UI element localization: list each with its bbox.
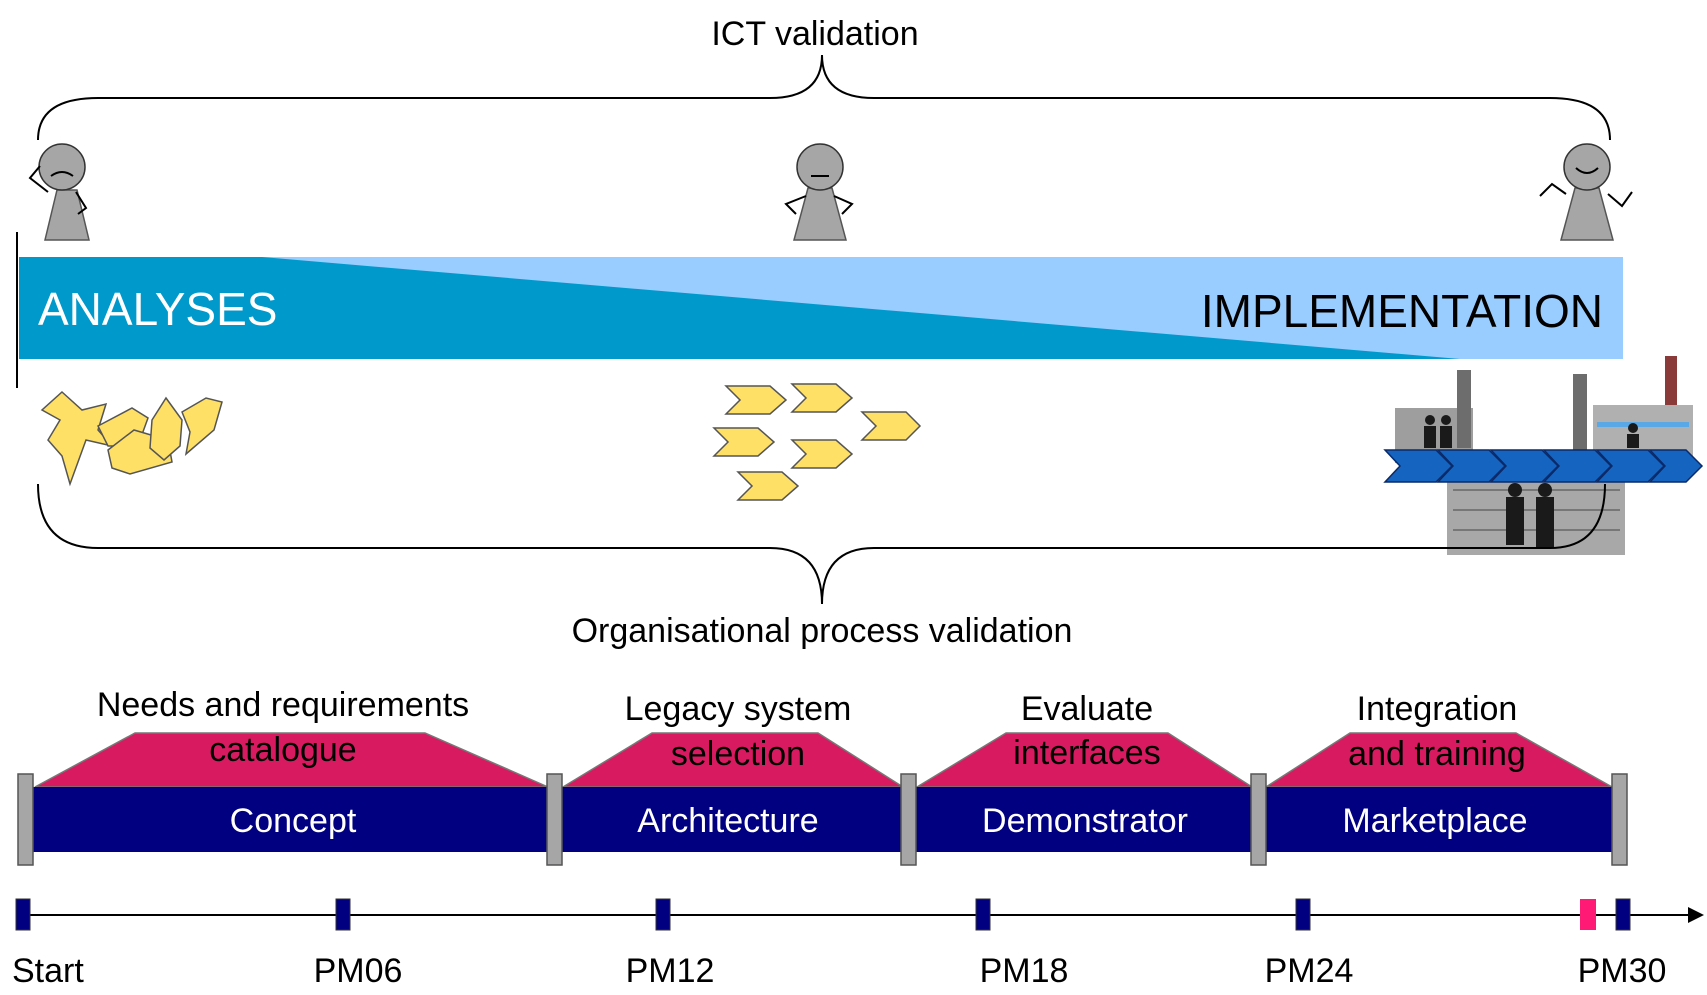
phase-architecture-top-line1: Legacy system [625, 690, 852, 728]
phase-architecture-top-line2: selection [671, 735, 805, 773]
milestone-pm24: PM24 [1265, 952, 1354, 990]
marker-pm06 [335, 898, 351, 931]
marker-pm12 [655, 898, 671, 931]
marker-pm30 [1615, 898, 1631, 931]
scattered-arrows-icon [40, 390, 223, 487]
milestone-start: Start [12, 952, 84, 990]
organisational-validation-brace [37, 483, 1606, 605]
phase-trapezoids [34, 732, 1615, 788]
analyses-label: ANALYSES [38, 283, 277, 335]
aligned-arrows-icon [712, 383, 922, 501]
marker-pm18 [975, 898, 991, 931]
ict-validation-label: ICT validation [711, 15, 918, 53]
ict-validation-brace [37, 54, 1611, 141]
milestone-pm30: PM30 [1578, 952, 1667, 990]
phase-concept-top-line2: catalogue [209, 731, 356, 769]
implementation-label: IMPLEMENTATION [1201, 285, 1603, 337]
timeline-arrowhead [1688, 907, 1704, 923]
organisational-validation-label: Organisational process validation [572, 612, 1073, 650]
unhappy-figure-icon [28, 143, 90, 241]
phase-concept-top-line1: Needs and requirements [97, 686, 469, 724]
marker-highlight [1580, 899, 1596, 930]
milestone-pm18: PM18 [980, 952, 1069, 990]
marker-start [15, 898, 31, 931]
bar-architecture [561, 787, 905, 852]
neutral-figure-icon [784, 143, 854, 241]
bar-demonstrator [915, 787, 1254, 852]
phase-marketplace-label: Marketplace [1342, 802, 1527, 840]
phase-demonstrator-top-line2: interfaces [1013, 734, 1160, 772]
industrial-process-illustration [1383, 356, 1704, 555]
timeline-markers [15, 898, 1631, 931]
phase-bars [32, 787, 1616, 852]
bar-marketplace [1264, 787, 1616, 852]
phase-demonstrator-top-line1: Evaluate [1021, 690, 1153, 728]
phase-separators [17, 773, 1628, 866]
bar-concept [32, 787, 550, 852]
phase-marketplace-top-line2: and training [1348, 735, 1526, 773]
phase-architecture-label: Architecture [637, 802, 818, 840]
phase-concept-label: Concept [230, 802, 357, 840]
band-dark-wedge [19, 257, 1460, 359]
phase-demonstrator-label: Demonstrator [982, 802, 1188, 840]
phase-marketplace-top-line1: Integration [1357, 690, 1518, 728]
marker-pm24 [1295, 898, 1311, 931]
happy-figure-icon [1539, 143, 1633, 241]
milestone-pm06: PM06 [314, 952, 403, 990]
milestone-pm12: PM12 [626, 952, 715, 990]
